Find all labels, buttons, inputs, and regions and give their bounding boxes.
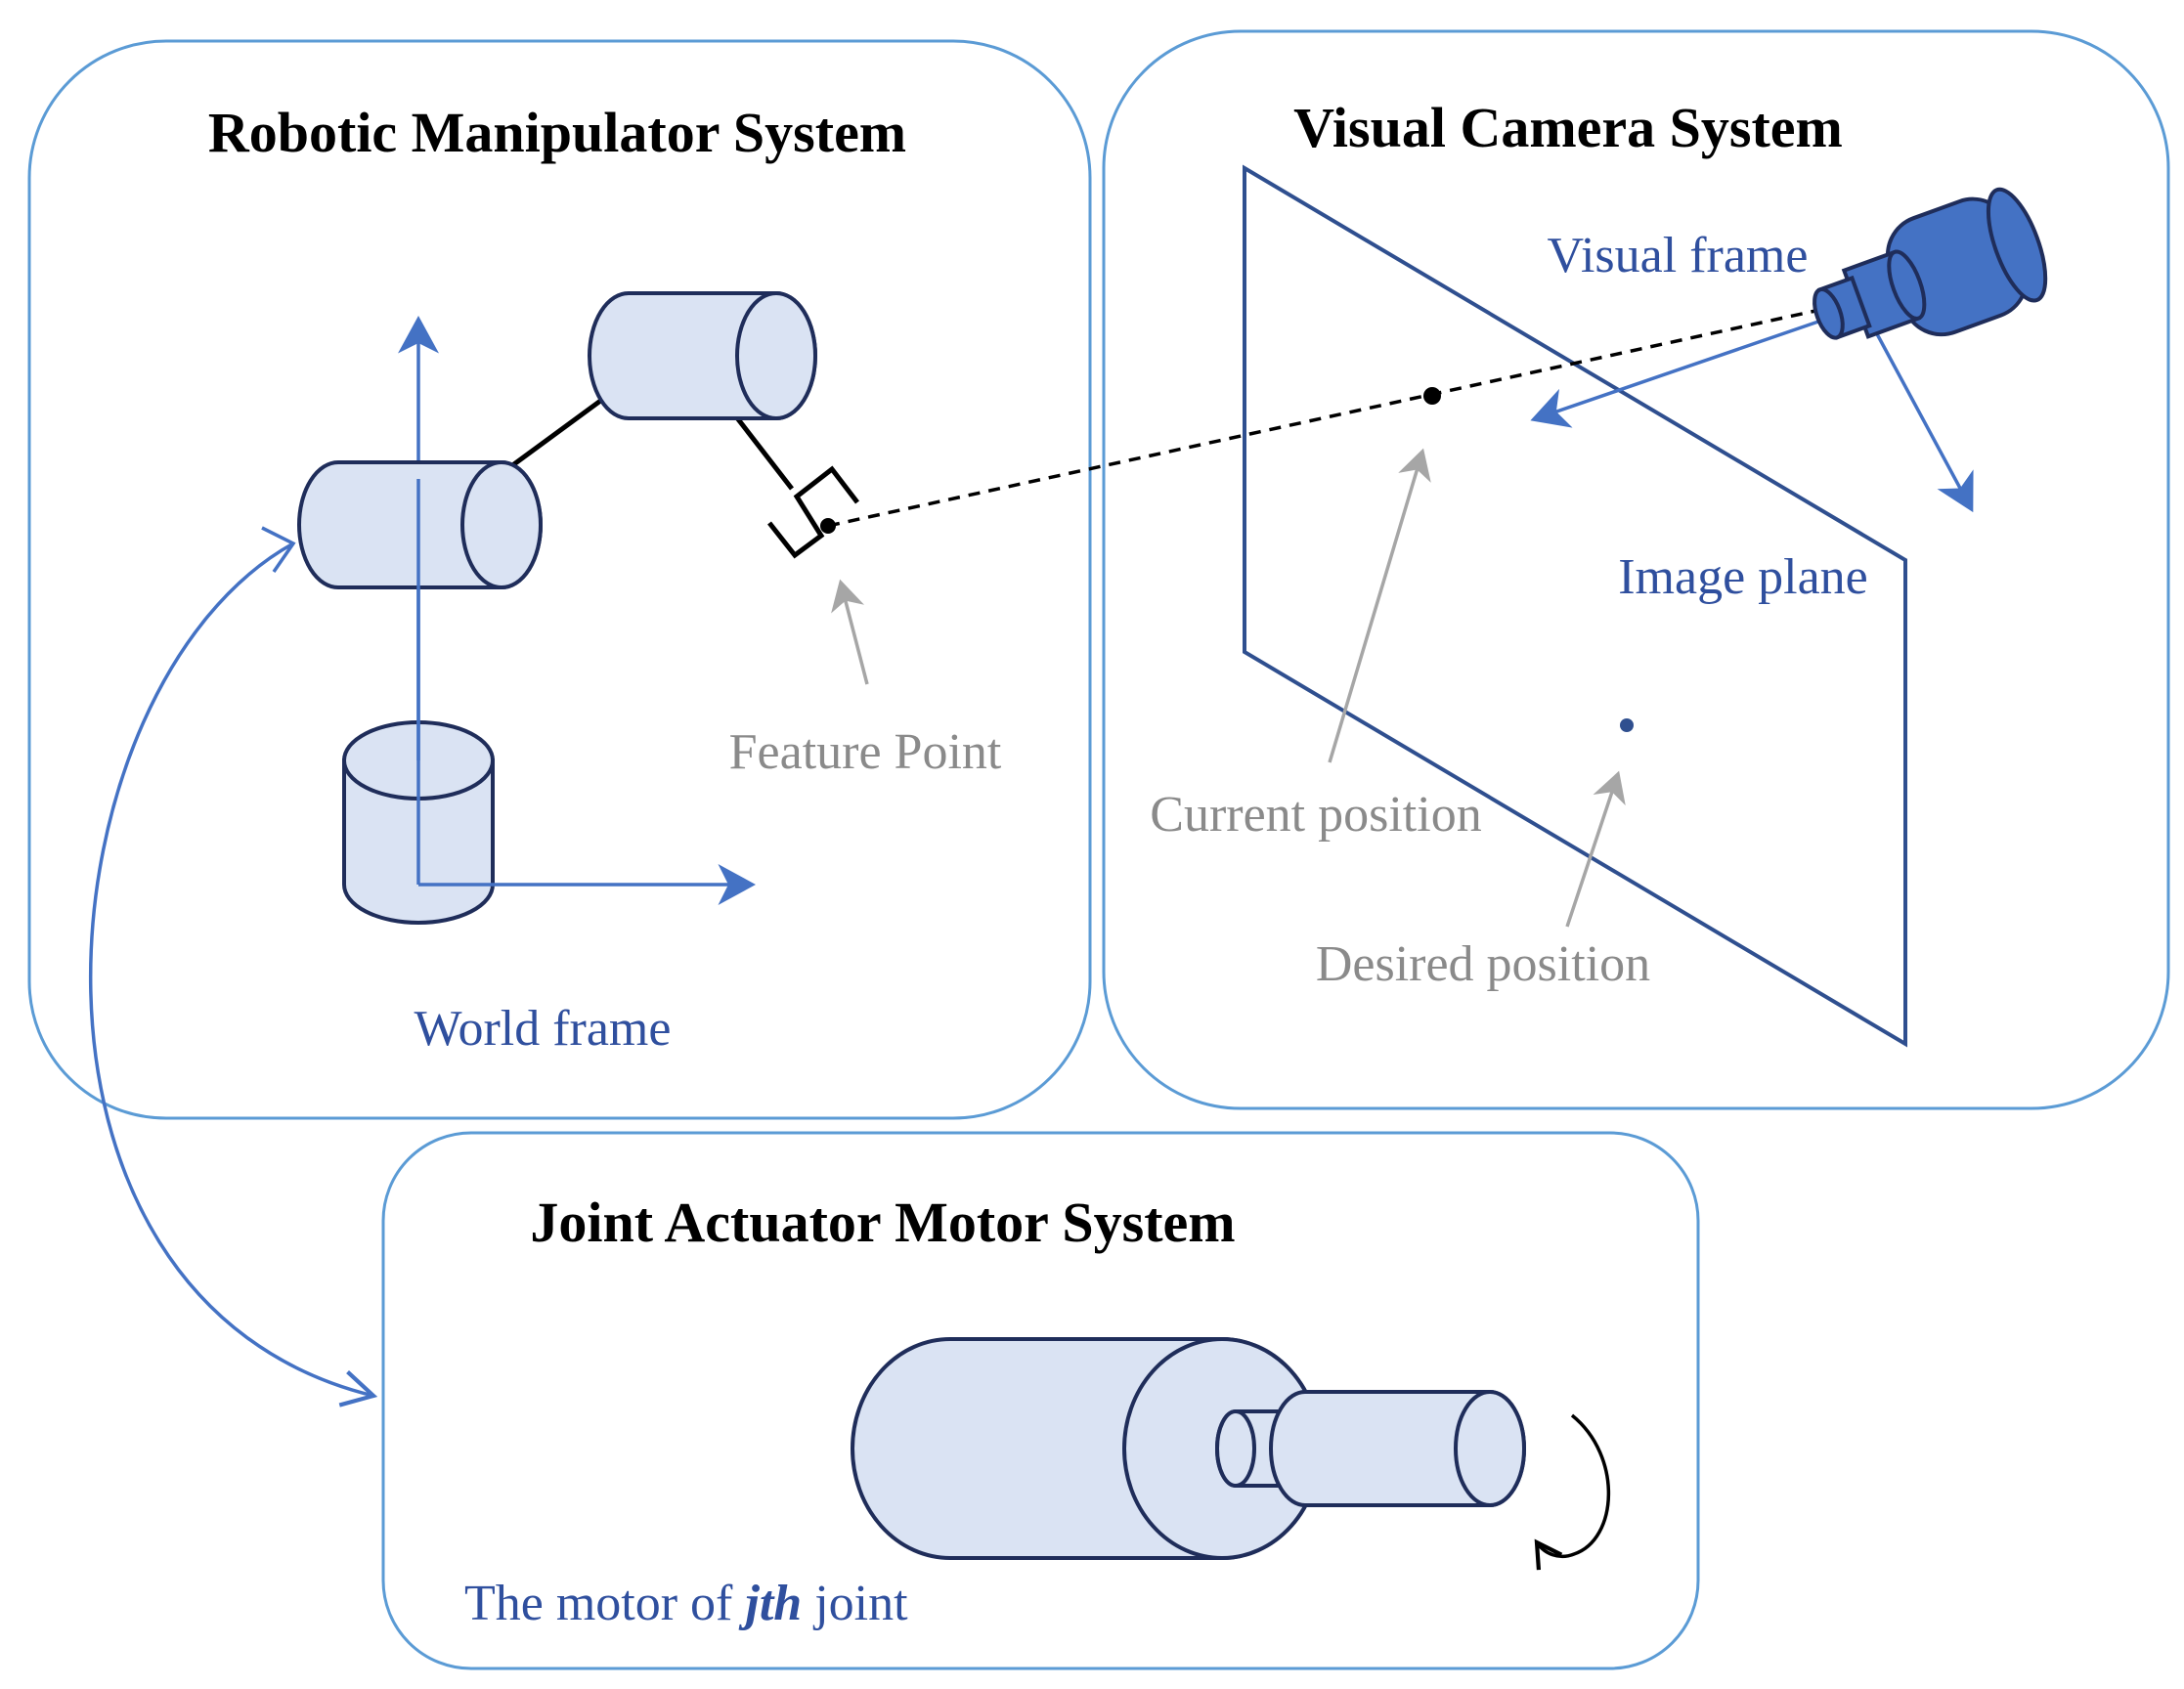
joint-motor-connector bbox=[88, 541, 378, 1408]
manipulator-panel-border bbox=[27, 39, 1092, 1120]
image-plane bbox=[1243, 164, 1907, 1048]
rotation-arrow-icon bbox=[1534, 1413, 1611, 1571]
visual-frame-x-axis bbox=[1530, 309, 1851, 428]
camera-icon bbox=[1813, 187, 2048, 340]
manipulator-panel-title: Robotic Manipulator System bbox=[208, 101, 906, 164]
motor-panel-title: Joint Actuator Motor System bbox=[530, 1191, 1235, 1254]
motor-panel-border bbox=[381, 1131, 1700, 1670]
forearm-link bbox=[733, 413, 794, 491]
feature-point-label: Feature Point bbox=[729, 724, 1002, 780]
motor-panel: Joint Actuator Motor System The motor of… bbox=[381, 1131, 1700, 1670]
current-position-label: Current position bbox=[1150, 787, 1481, 843]
motor-shaft bbox=[1269, 1390, 1526, 1507]
motor-caption-italic: jth bbox=[738, 1576, 802, 1631]
connector-arrowhead-top bbox=[261, 526, 296, 573]
current-position-dot bbox=[1423, 387, 1441, 405]
camera-panel-title: Visual Camera System bbox=[1293, 96, 1843, 159]
current-position-pointer bbox=[1328, 448, 1431, 763]
motor-caption-prefix: The motor of bbox=[464, 1576, 745, 1631]
visual-frame-y-axis bbox=[1873, 329, 1974, 513]
gripper bbox=[767, 465, 859, 559]
desired-position-pointer bbox=[1565, 770, 1626, 928]
desired-position-dot bbox=[1620, 718, 1634, 732]
elbow-joint-cylinder bbox=[588, 291, 817, 420]
feature-point-pointer bbox=[831, 579, 869, 685]
manipulator-panel: Robotic Manipulator System Feature Po bbox=[27, 39, 1092, 1120]
projection-ray bbox=[827, 304, 1839, 528]
motor-caption-suffix: joint bbox=[802, 1576, 908, 1631]
camera-panel-border bbox=[1102, 29, 2170, 1110]
visual-frame-label: Visual frame bbox=[1548, 228, 1809, 283]
world-frame-label: World frame bbox=[415, 1001, 672, 1057]
desired-position-label: Desired position bbox=[1316, 936, 1650, 992]
image-plane-label: Image plane bbox=[1618, 549, 1868, 605]
motor-caption: The motor of jth joint bbox=[464, 1576, 908, 1631]
camera-panel: Visual Camera System Image plane Visual … bbox=[827, 29, 2170, 1110]
